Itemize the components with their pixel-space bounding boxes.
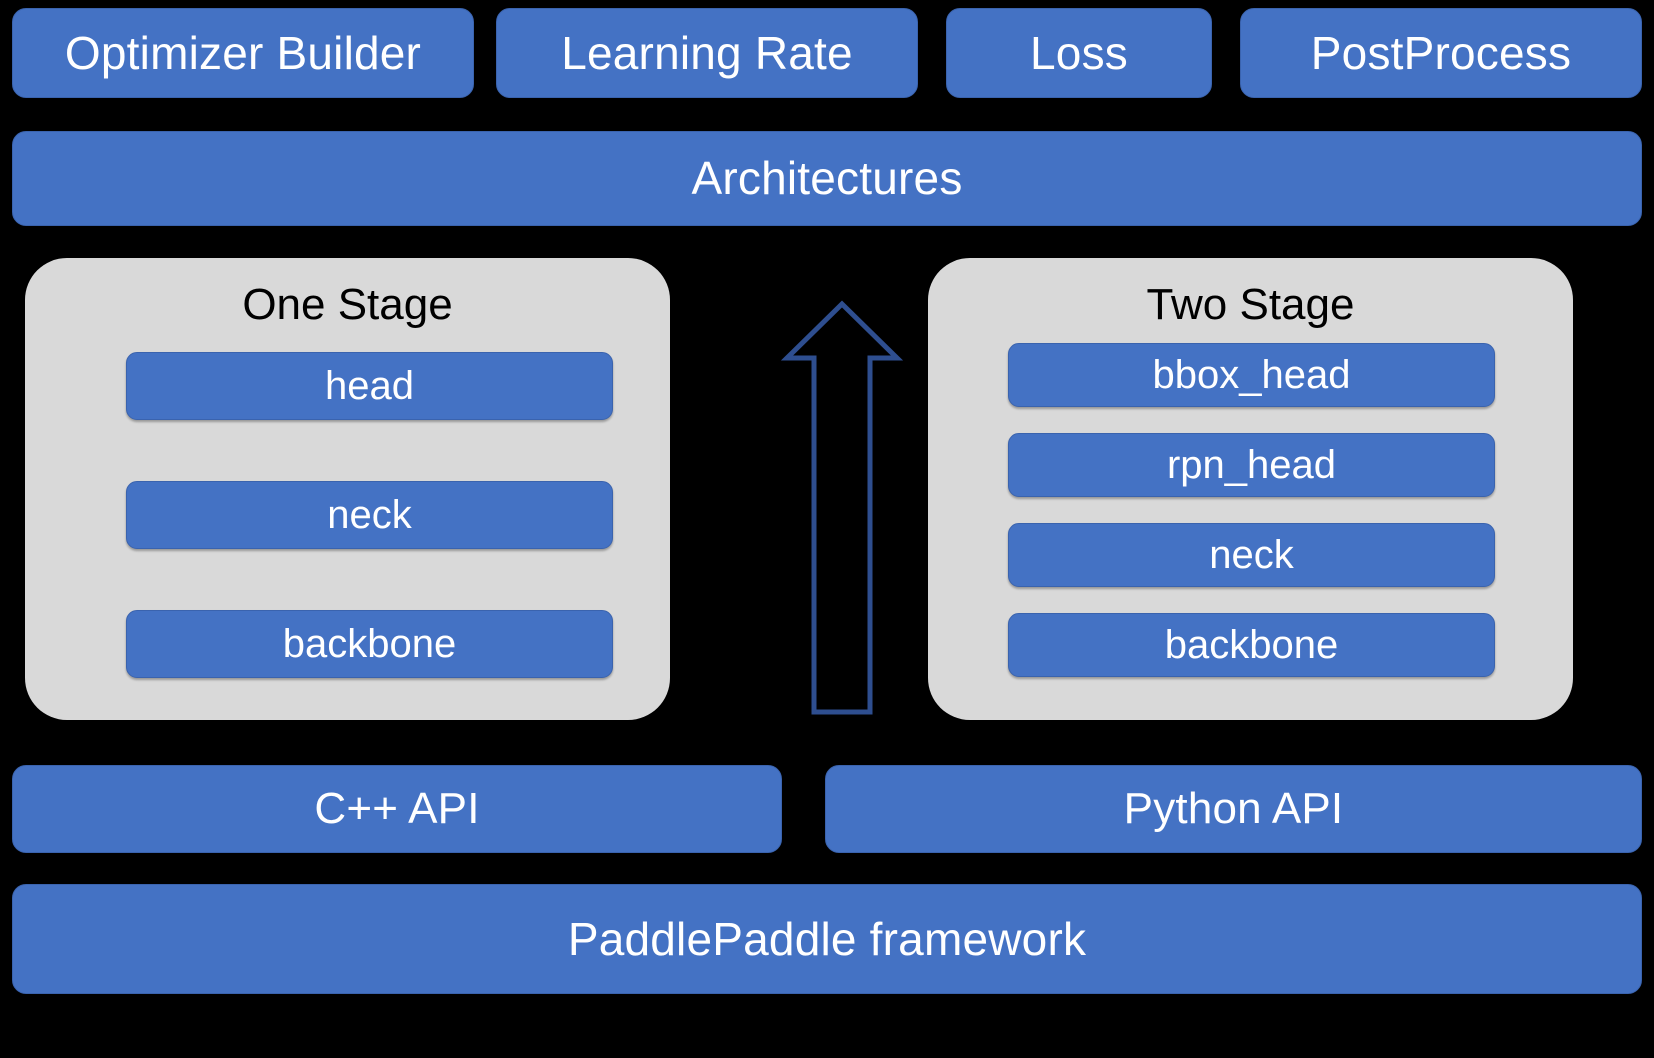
box-two-stage-backbone[interactable]: backbone [1008,613,1495,677]
box-postprocess[interactable]: PostProcess [1240,8,1642,98]
panel-title-two-stage: Two Stage [1146,280,1355,329]
box-one-stage-head[interactable]: head [126,352,613,420]
box-label: Architectures [691,152,963,205]
box-loss[interactable]: Loss [946,8,1212,98]
box-label: Optimizer Builder [64,26,422,79]
box-python-api[interactable]: Python API [825,765,1642,853]
box-one-stage-backbone[interactable]: backbone [126,610,613,678]
box-cpp-api[interactable]: C++ API [12,765,782,853]
panel-two-stage: Two Stage bbox_head rpn_head neck backbo… [928,258,1573,720]
box-label: Python API [1123,783,1344,833]
up-arrow-icon [780,296,904,720]
box-two-stage-rpn-head[interactable]: rpn_head [1008,433,1495,497]
box-label: Loss [1030,26,1128,79]
box-label: PostProcess [1310,26,1572,79]
box-label: rpn_head [1166,442,1337,487]
box-two-stage-neck[interactable]: neck [1008,523,1495,587]
panel-title-one-stage: One Stage [242,280,453,329]
box-architectures[interactable]: Architectures [12,131,1642,226]
panel-one-stage: One Stage head neck backbone [25,258,670,720]
box-label: C++ API [314,783,480,833]
box-label: Learning Rate [561,26,853,79]
box-label: neck [1209,532,1294,577]
box-label: bbox_head [1152,352,1351,397]
box-label: neck [327,492,412,537]
box-one-stage-neck[interactable]: neck [126,481,613,549]
box-label: head [325,363,414,408]
box-two-stage-bbox-head[interactable]: bbox_head [1008,343,1495,407]
box-paddlepaddle-framework[interactable]: PaddlePaddle framework [12,884,1642,994]
box-learning-rate[interactable]: Learning Rate [496,8,918,98]
box-label: backbone [1164,622,1339,667]
box-label: backbone [282,621,457,666]
box-optimizer-builder[interactable]: Optimizer Builder [12,8,474,98]
box-label: PaddlePaddle framework [567,912,1087,965]
